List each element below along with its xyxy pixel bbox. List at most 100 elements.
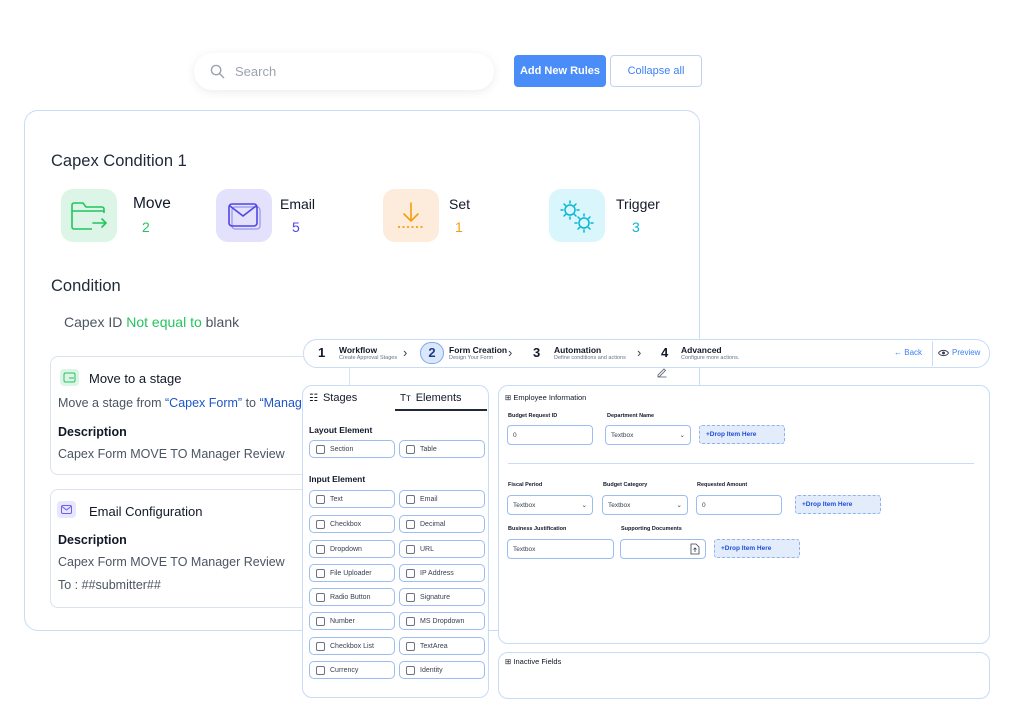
step-4-desc: Configure more actions.: [681, 355, 740, 361]
fiscal-period-select[interactable]: Textbox⌄: [507, 495, 593, 515]
step-2-number[interactable]: 2: [420, 342, 444, 364]
add-new-rules-button[interactable]: Add New Rules: [514, 55, 606, 87]
search-input[interactable]: [235, 64, 465, 79]
element-textarea[interactable]: TextArea: [399, 637, 485, 655]
tab-stages[interactable]: ☷Stages: [309, 392, 358, 404]
condition-operator: Not equal to: [126, 314, 202, 330]
element-checkbox-list[interactable]: Checkbox List: [309, 637, 395, 655]
element-radio-button[interactable]: Radio Button: [309, 588, 395, 606]
element-checkbox[interactable]: Checkbox: [309, 515, 395, 533]
step-4-number[interactable]: 4: [661, 345, 669, 360]
move-stat-icon: [61, 189, 117, 242]
input-element-heading: Input Element: [309, 474, 366, 484]
section-title: ⊞ Employee Information: [505, 393, 587, 402]
move-description-label: Description: [58, 425, 127, 439]
step-2-desc: Design Your Form: [449, 355, 494, 361]
set-stat-label: Set: [449, 196, 471, 212]
email-stat-label: Email: [280, 196, 316, 212]
condition-value: blank: [205, 314, 240, 330]
element-dropdown[interactable]: Dropdown: [309, 540, 395, 558]
file-upload-icon: [690, 543, 700, 555]
step-4-title[interactable]: Advanced: [681, 345, 722, 355]
arrow-left-icon: ←: [894, 348, 902, 357]
business-justification-label: Business Justification: [508, 526, 567, 532]
element-ip-address[interactable]: IP Address: [399, 564, 485, 582]
step-2-title[interactable]: Form Creation: [449, 345, 508, 355]
search-bar[interactable]: [194, 53, 494, 90]
trigger-stat-value: 3: [632, 219, 640, 235]
budget-category-select[interactable]: Textbox⌄: [602, 495, 688, 515]
number-icon: [316, 616, 325, 626]
collapse-all-button[interactable]: Collapse all: [610, 55, 702, 87]
budget-request-id-label: Budget Request ID: [508, 413, 558, 419]
trigger-stat-label: Trigger: [616, 196, 660, 212]
stages-icon: ☷: [309, 392, 318, 404]
rule-title: Capex Condition 1: [51, 152, 187, 170]
email-mini-icon: [57, 501, 76, 518]
element-email[interactable]: Email: [399, 490, 485, 508]
file-icon: [316, 568, 325, 578]
move-action-text: Move a stage from “Capex Form” to “Manag: [58, 396, 302, 410]
chevron-down-icon: ⌄: [581, 502, 587, 509]
step-3-number[interactable]: 3: [533, 345, 541, 360]
supporting-documents-label: Supporting Documents: [621, 526, 682, 532]
condition-field: Capex ID: [64, 314, 123, 330]
fiscal-period-label: Fiscal Period: [508, 482, 543, 488]
department-name-select[interactable]: Textbox⌄: [605, 425, 691, 445]
location-pin-icon: [406, 568, 415, 578]
step-3-title[interactable]: Automation: [554, 345, 602, 355]
step-1-desc: Create Approval Stages: [339, 355, 398, 361]
drop-zone[interactable]: +Drop Item Here: [795, 495, 881, 514]
checkbox-list-icon: [316, 641, 325, 651]
section-grid-icon: ⊞: [505, 393, 512, 402]
section-icon: [316, 444, 325, 454]
id-card-icon: [406, 665, 415, 675]
element-identity[interactable]: Identity: [399, 661, 485, 679]
link-icon: [406, 544, 415, 554]
supporting-documents-upload[interactable]: [620, 539, 706, 559]
element-currency[interactable]: Currency: [309, 661, 395, 679]
back-link[interactable]: ← Back: [894, 348, 923, 357]
mail-icon: [406, 494, 415, 504]
element-file-uploader[interactable]: File Uploader: [309, 564, 395, 582]
step-1-number[interactable]: 1: [318, 345, 326, 360]
dropdown-icon: [316, 544, 325, 554]
textarea-icon: [406, 641, 415, 651]
condition-heading: Condition: [51, 277, 121, 295]
element-text[interactable]: Text: [309, 490, 395, 508]
element-table[interactable]: Table: [399, 440, 485, 458]
element-signature[interactable]: Signature: [399, 588, 485, 606]
element-decimal[interactable]: Decimal: [399, 515, 485, 533]
element-url[interactable]: URL: [399, 540, 485, 558]
email-action-card[interactable]: [50, 489, 350, 608]
budget-request-id-input[interactable]: 0: [507, 425, 593, 445]
section-divider: [508, 463, 974, 464]
currency-icon: [316, 665, 325, 675]
preview-button[interactable]: Preview: [938, 348, 980, 357]
inactive-fields-panel: [498, 652, 990, 699]
email-stat-icon: [216, 189, 272, 242]
section-grid-icon: ⊞: [505, 657, 512, 666]
element-ms-dropdown[interactable]: MS Dropdown: [399, 612, 485, 630]
move-action-card[interactable]: [50, 356, 350, 475]
element-section[interactable]: Section: [309, 440, 395, 458]
active-tab-indicator: [395, 409, 487, 411]
requested-amount-label: Requested Amount: [697, 482, 748, 488]
edit-icon[interactable]: [656, 366, 668, 378]
email-description-text: Capex Form MOVE TO Manager Review: [58, 555, 285, 569]
eye-icon: [938, 349, 949, 357]
ms-dropdown-icon: [406, 616, 415, 626]
drop-zone[interactable]: +Drop Item Here: [714, 539, 800, 558]
step-3-desc: Define conditions and actions: [554, 355, 626, 361]
chevron-right-icon: ›: [508, 345, 513, 360]
business-justification-input[interactable]: Textbox: [507, 539, 614, 559]
budget-category-label: Budget Category: [603, 482, 648, 488]
email-to-text: To : ##submitter##: [58, 578, 161, 592]
email-stat-value: 5: [292, 219, 300, 235]
element-number[interactable]: Number: [309, 612, 395, 630]
email-action-heading: Email Configuration: [89, 504, 203, 519]
step-1-title[interactable]: Workflow: [339, 345, 378, 355]
requested-amount-input[interactable]: 0: [696, 495, 782, 515]
drop-zone[interactable]: +Drop Item Here: [699, 425, 785, 444]
